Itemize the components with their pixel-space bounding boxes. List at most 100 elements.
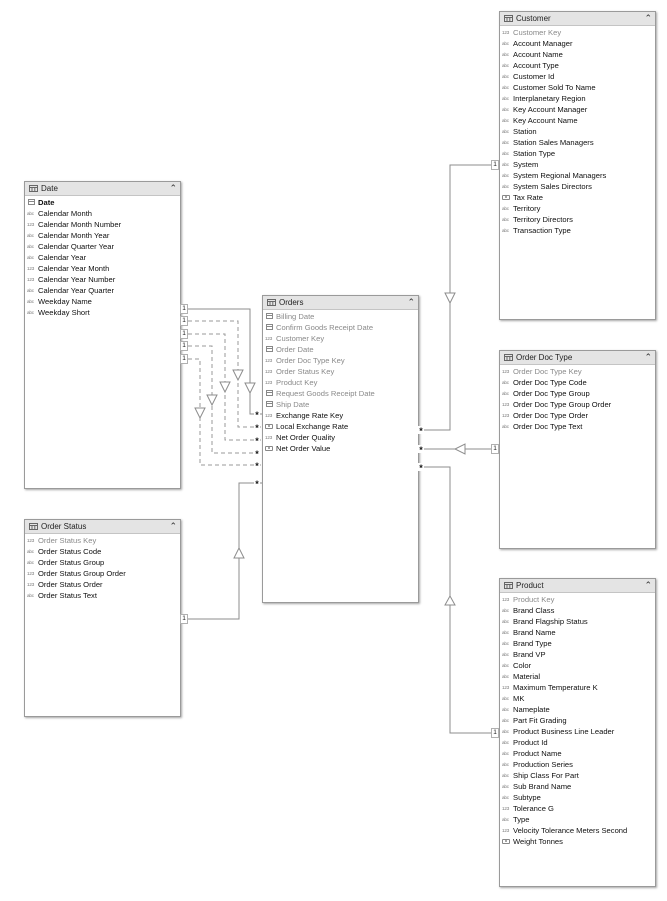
text-type-icon: abc	[502, 140, 509, 145]
field-row[interactable]: Billing Date	[263, 311, 418, 322]
collapse-chevron-icon[interactable]: ⌃	[644, 13, 652, 23]
collapse-chevron-icon[interactable]: ⌃	[169, 521, 177, 531]
field-row[interactable]: Request Goods Receipt Date	[263, 388, 418, 399]
field-row[interactable]: Confirm Goods Receipt Date	[263, 322, 418, 333]
text-type-icon: abc	[502, 129, 509, 134]
table-header[interactable]: Order Doc Type ⌃	[500, 351, 655, 365]
table-header[interactable]: Customer ⌃	[500, 12, 655, 26]
field-row[interactable]: Net Order Value	[263, 443, 418, 454]
collapse-chevron-icon[interactable]: ⌃	[644, 580, 652, 590]
collapse-chevron-icon[interactable]: ⌃	[169, 183, 177, 193]
collapse-chevron-icon[interactable]: ⌃	[644, 352, 652, 362]
collapse-chevron-icon[interactable]: ⌃	[407, 297, 415, 307]
table-title: Date	[41, 184, 58, 193]
table-header[interactable]: Product ⌃	[500, 579, 655, 593]
cardinality-one-order-doc-type: 1	[491, 444, 499, 454]
table-header[interactable]: Orders ⌃	[263, 296, 418, 310]
field-row[interactable]: Weight Tonnes	[500, 836, 655, 847]
table-header[interactable]: Order Status ⌃	[25, 520, 180, 534]
field-row[interactable]: Tax Rate	[500, 192, 655, 203]
field-row[interactable]: Local Exchange Rate	[263, 421, 418, 432]
table-header[interactable]: Date ⌃	[25, 182, 180, 196]
field-row[interactable]: Ship Date	[263, 399, 418, 410]
field-row[interactable]: Date	[25, 197, 180, 208]
field-row[interactable]: Order Date	[263, 344, 418, 355]
